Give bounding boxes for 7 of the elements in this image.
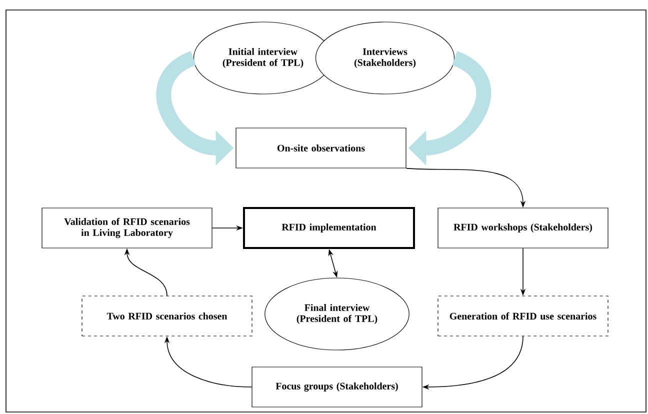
scenario-box: Generation of RFID use scenarios	[438, 296, 608, 336]
process-box: RFID workshops (Stakeholders)	[438, 208, 608, 248]
process-box: On-site observations	[236, 128, 406, 168]
process-box: Focus groups (Stakeholders)	[252, 366, 422, 408]
scenario-box: Two RFID scenarios chosen	[82, 296, 252, 336]
process-box: RFID implementation	[243, 207, 415, 249]
process-box: Validation of RFID scenarios in Living Laboratory	[42, 208, 212, 248]
